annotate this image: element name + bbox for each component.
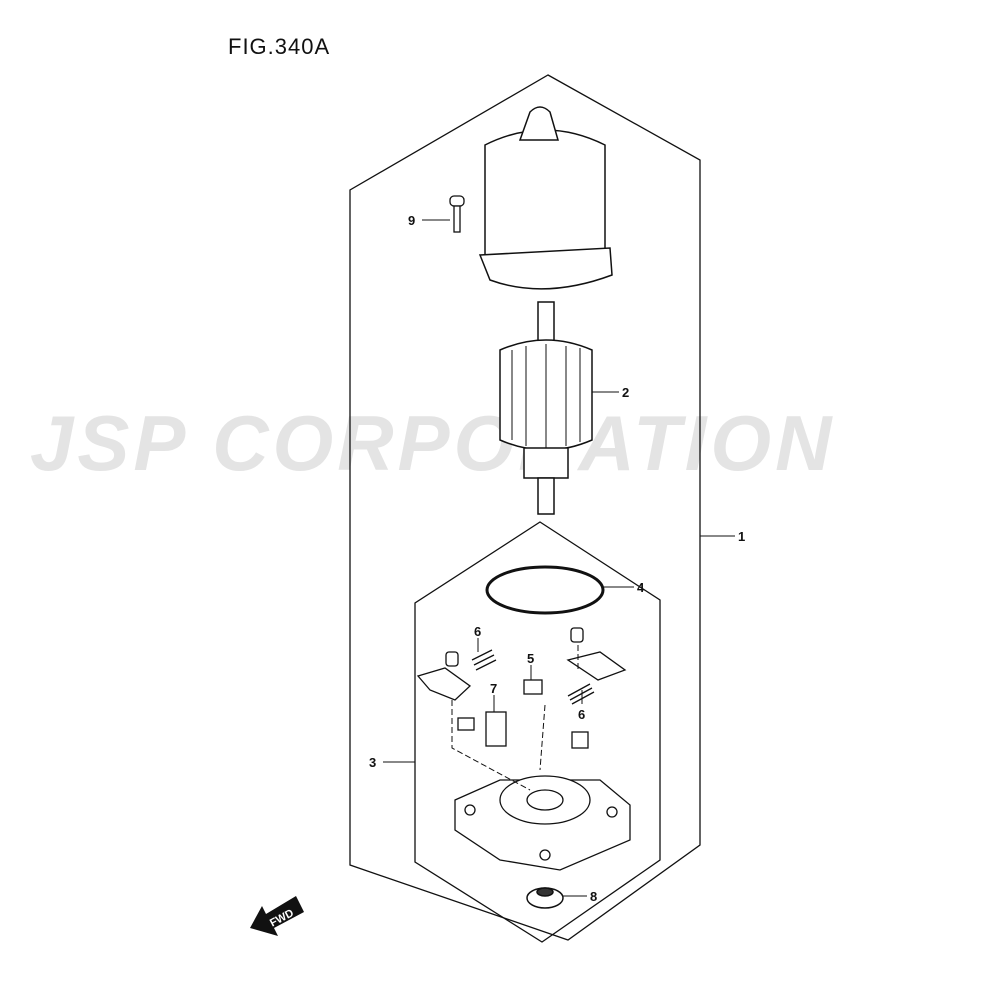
assembly-boundary-3 [414, 521, 661, 943]
callout-7: 7 [490, 681, 497, 696]
armature-2 [499, 301, 593, 515]
bearing-8 [526, 887, 564, 909]
fwd-arrow-icon: FWD [250, 896, 304, 936]
callout-6b: 6 [578, 707, 585, 722]
callout-4: 4 [637, 580, 645, 595]
callout-1: 1 [738, 529, 745, 544]
callout-9: 9 [408, 213, 415, 228]
brush-holder-parts [416, 627, 631, 871]
screw-9 [449, 195, 465, 233]
motor-housing [478, 106, 613, 290]
assembly-boundary-1 [349, 74, 701, 941]
callout-3: 3 [369, 755, 376, 770]
callout-2: 2 [622, 385, 629, 400]
figure-title: FIG.340A [228, 34, 331, 59]
o-ring-4 [485, 565, 605, 615]
callout-8: 8 [590, 889, 597, 904]
callout-5: 5 [527, 651, 534, 666]
callout-6a: 6 [474, 624, 481, 639]
watermark: JSP CORPORATION [30, 399, 836, 487]
